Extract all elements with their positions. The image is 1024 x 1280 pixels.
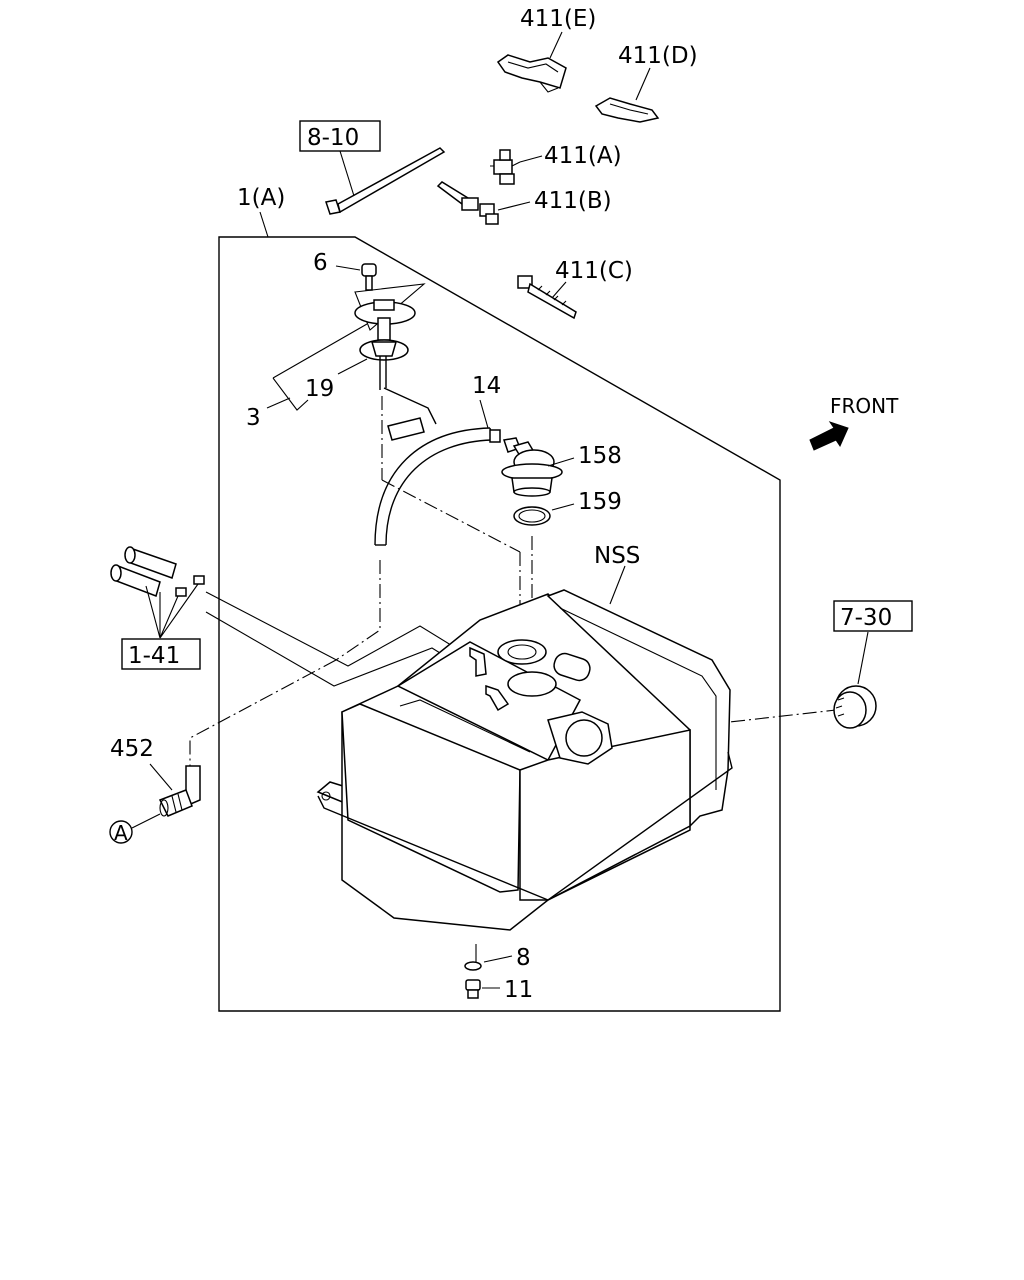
part-158-valve (501, 437, 563, 497)
part-411a-clip (490, 149, 521, 185)
part-11-drain-plug (465, 979, 481, 999)
label-19: 19 (305, 376, 334, 402)
label-159: 159 (578, 489, 622, 515)
part-7-30-fuel-cap (833, 685, 877, 729)
label-6: 6 (313, 250, 328, 276)
ref-box-1-41 (121, 638, 201, 670)
label-1-41: 1-41 (128, 643, 180, 669)
label-8-10: 8-10 (307, 125, 359, 151)
label-411d: 411(D) (618, 43, 698, 69)
part-452-elbow (158, 765, 201, 817)
ref-box-7-30 (833, 600, 913, 632)
part-411b-clip (436, 181, 499, 225)
label-a: A (114, 821, 128, 845)
label-14: 14 (472, 373, 501, 399)
label-nss: NSS (594, 543, 640, 569)
label-7-30: 7-30 (840, 605, 892, 631)
label-411b: 411(B) (534, 188, 612, 214)
part-411e-bracket (496, 54, 567, 93)
part-8-washer (464, 961, 482, 971)
part-411c-cable-tie (517, 275, 577, 320)
label-1a: 1(A) (237, 185, 285, 211)
part-8-10-tie (325, 147, 446, 215)
label-411e: 411(E) (520, 6, 596, 32)
label-3: 3 (246, 405, 261, 431)
part-411d-bracket (594, 97, 660, 123)
part-1-41-hoses (110, 546, 205, 597)
label-front: FRONT (830, 394, 899, 418)
part-6-screw (361, 263, 377, 291)
front-arrow-icon (809, 421, 849, 451)
ref-circle-a (109, 820, 133, 844)
part-nss-fuel-tank (316, 589, 733, 931)
label-11: 11 (504, 977, 533, 1003)
part-159-gasket (513, 506, 551, 526)
part-3-sender-unit (354, 283, 437, 441)
label-452: 452 (110, 736, 154, 762)
label-411c: 411(C) (555, 258, 633, 284)
label-411a: 411(A) (544, 143, 622, 169)
label-158: 158 (578, 443, 622, 469)
part-14-hose (374, 427, 501, 546)
assembly-outline-1a (218, 236, 781, 1012)
label-8: 8 (516, 945, 531, 971)
